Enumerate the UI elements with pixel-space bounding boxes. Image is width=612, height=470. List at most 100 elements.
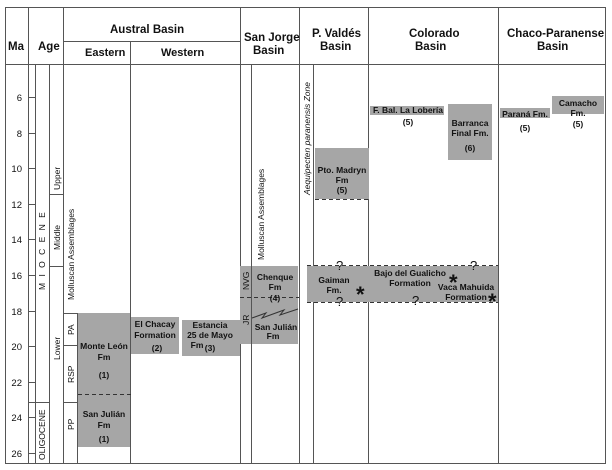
el-chacay-box xyxy=(131,317,179,354)
formation-boxes xyxy=(78,96,604,447)
tick-label: 24 xyxy=(11,413,22,424)
san-jorge-header-2: Basin xyxy=(253,45,284,57)
el-chacay-number: (2) xyxy=(152,343,163,353)
upper-label: Upper xyxy=(52,167,62,190)
tick-label: 8 xyxy=(17,129,22,140)
tick-label: 12 xyxy=(11,200,22,211)
nvg-jr-box xyxy=(240,266,251,344)
estancia-number: (3) xyxy=(205,343,216,353)
western-header: Western xyxy=(161,47,204,59)
madryn-number: (5) xyxy=(337,185,348,195)
barranca-number: (6) xyxy=(465,143,476,153)
gaiman-box xyxy=(307,266,369,302)
colorado-header: Colorado xyxy=(409,28,459,40)
chaco-formations: Paraná Fm. (5) Camacho Fm. (5) xyxy=(502,98,597,133)
valdes-header-2: Basin xyxy=(320,41,351,53)
asterisk-marker: * xyxy=(449,270,458,295)
san-jorge-formations: Chenque Fm (4) San Julián Fm xyxy=(255,272,298,341)
sj-fm-label-2: Fm xyxy=(267,331,280,341)
el-chacay-label-2: Formation xyxy=(134,330,176,340)
gualicho-label-2: Formation xyxy=(389,278,431,288)
estancia-label: Estancia xyxy=(193,320,228,330)
estancia-label-3: Fm xyxy=(191,340,204,350)
sj-fm-label: San Julián xyxy=(255,322,298,332)
valdes-header: P. Valdés xyxy=(312,28,361,40)
rsp-label: RSP xyxy=(66,365,76,383)
oligocene-label: OLIGOCENE xyxy=(37,409,47,460)
madryn-label: Pto. Madryn xyxy=(318,165,367,175)
dashed-lines xyxy=(78,199,498,395)
camacho-box xyxy=(552,96,604,114)
parana-box xyxy=(500,108,550,118)
tick-label: 10 xyxy=(11,164,22,175)
colorado-header-2: Basin xyxy=(415,41,446,53)
age-header: Age xyxy=(38,41,60,53)
estancia-label-2: 25 de Mayo xyxy=(187,330,233,340)
loberia-box xyxy=(370,106,444,115)
barranca-label-2: Final Fm. xyxy=(451,128,488,138)
barranca-label: Barranca xyxy=(452,118,489,128)
loberia-number: (5) xyxy=(403,117,414,127)
chenque-label: Chenque xyxy=(257,272,294,282)
asterisk-marker: * xyxy=(488,289,497,314)
monte-leon-label-2: Fm xyxy=(98,352,111,362)
san-jorge-header: San Jorge xyxy=(244,32,300,44)
middle-label: Middle xyxy=(52,225,62,250)
jr-label: JR xyxy=(241,315,251,325)
chenque-label-2: Fm xyxy=(269,282,282,292)
pa-label: PA xyxy=(66,324,76,335)
eastern-header: Eastern xyxy=(85,47,126,59)
monte-leon-label: Monte León xyxy=(80,341,128,351)
gualicho-label: Bajo del Gualicho xyxy=(374,268,446,278)
unconformity-line xyxy=(251,308,299,320)
tick-label: 16 xyxy=(11,271,22,282)
nvg-label: NVG xyxy=(241,272,251,290)
gaiman-label: Gaiman xyxy=(318,275,349,285)
chenque-box xyxy=(252,266,298,344)
molluscan-assemblages-label: Molluscan Assemblages xyxy=(66,209,76,300)
san-julian-label-2: Fm xyxy=(98,420,111,430)
tick-label: 6 xyxy=(17,93,22,104)
gaiman-label-2: Fm. xyxy=(326,285,341,295)
austral-header: Austral Basin xyxy=(110,24,184,36)
grid-lines xyxy=(5,7,606,464)
chaco-header-2: Basin xyxy=(537,41,568,53)
madryn-label-2: Fm xyxy=(336,175,349,185)
question-mark: ? xyxy=(336,294,343,309)
chenque-number: (4) xyxy=(270,293,281,303)
tick-label: 14 xyxy=(11,235,22,246)
pp-label: PP xyxy=(66,418,76,430)
madryn-box xyxy=(315,148,369,199)
aequipecten-label: Aequipecten paranensis Zone xyxy=(302,82,312,196)
ma-header: Ma xyxy=(8,41,25,53)
colorado-formations: F. Bal. La Lobería (5) Barranca Final Fm… xyxy=(373,105,494,302)
tick-labels: 6 8 10 12 14 16 18 20 22 24 26 xyxy=(11,93,22,460)
asterisk-marker: * xyxy=(356,282,365,307)
valdes-formations: Pto. Madryn Fm (5) Gaiman Fm. xyxy=(318,165,367,295)
camacho-number: (5) xyxy=(573,119,584,129)
chaco-header: Chaco-Paranense xyxy=(507,28,604,40)
monte-leon-number: (1) xyxy=(99,370,110,380)
loberia-label: F. Bal. La Lobería xyxy=(373,105,443,115)
tick-label: 18 xyxy=(11,307,22,318)
lower-label: Lower xyxy=(52,337,62,360)
tick-label: 20 xyxy=(11,342,22,353)
tick-label: 22 xyxy=(11,378,22,389)
camacho-label: Camacho xyxy=(559,98,597,108)
vaca-label-2: Formation xyxy=(445,292,487,302)
tick-label: 26 xyxy=(11,449,22,460)
question-mark: ? xyxy=(470,258,477,273)
vaca-label: Vaca Mahuida xyxy=(438,282,494,292)
austral-formations: Monte León Fm (1) San Julián Fm (1) El C… xyxy=(80,319,233,444)
question-mark: ? xyxy=(412,293,419,308)
camacho-label-2: Fm. xyxy=(570,108,585,118)
el-chacay-label: El Chacay xyxy=(135,319,176,329)
san-julian-number: (1) xyxy=(99,434,110,444)
san-julian-label: San Julián xyxy=(83,409,126,419)
barranca-box xyxy=(448,104,492,160)
sj-molluscan-label: Molluscan Assemblages xyxy=(256,169,266,260)
ma-ticks xyxy=(28,97,35,454)
parana-label: Paraná Fm. xyxy=(502,109,548,119)
